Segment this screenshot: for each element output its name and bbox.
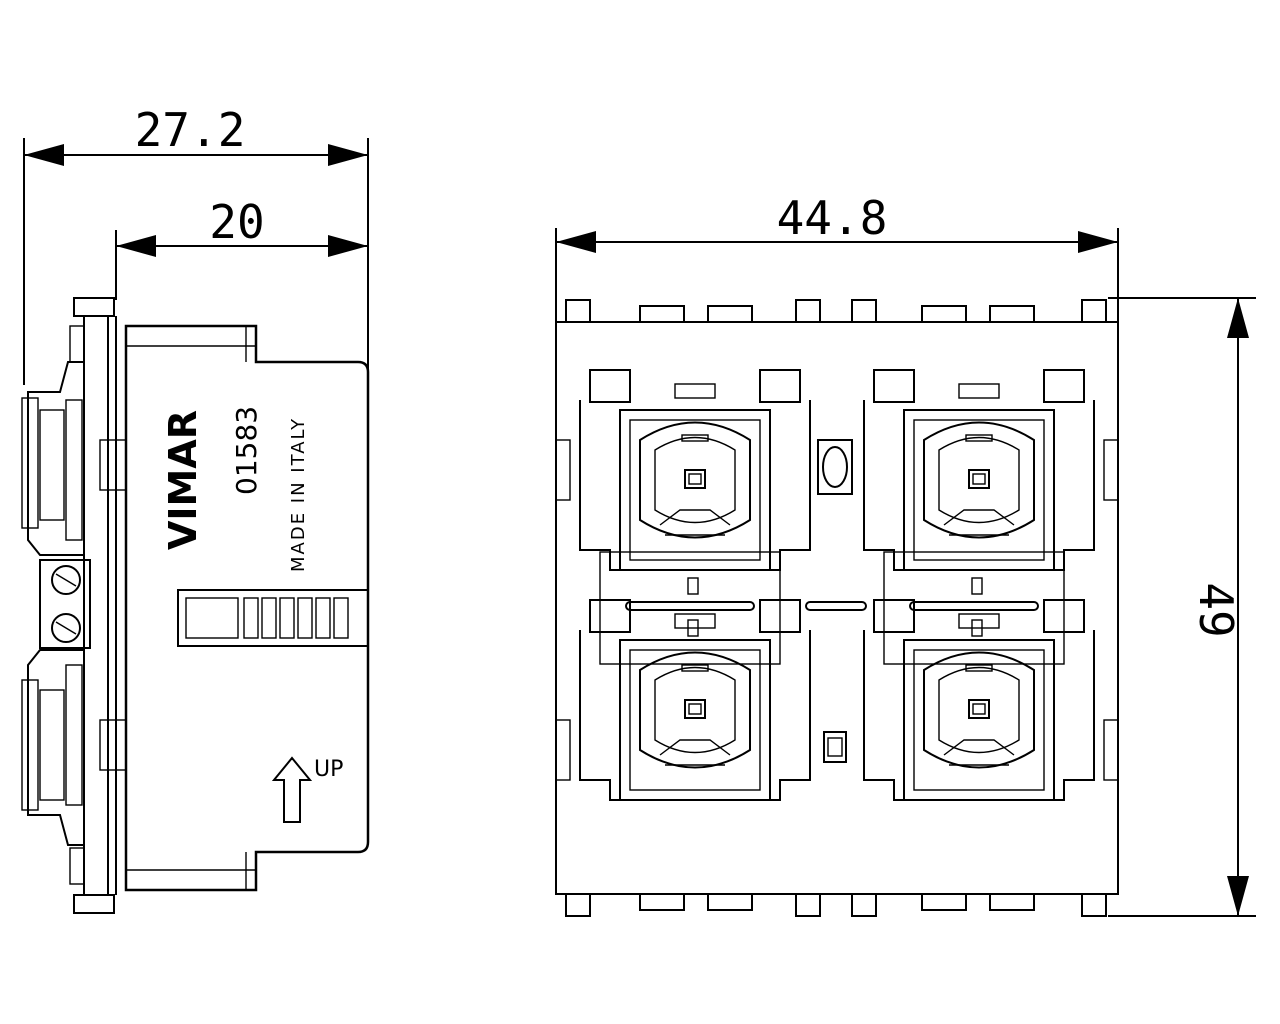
front-center-rails (599, 439, 1065, 763)
push-button-top-left (579, 369, 811, 571)
side-front-keys (21, 361, 91, 846)
origin-label: MADE IN ITALY (288, 417, 309, 572)
part-number-label: 01583 (230, 406, 263, 495)
side-module-body (124, 324, 370, 892)
dimension-overall-depth: 27.2 (24, 103, 368, 166)
dimension-width: 44.8 (556, 191, 1118, 253)
dimension-body-label: 20 (209, 195, 264, 249)
push-button-bottom-right (863, 599, 1095, 801)
dimension-body-depth: 20 (116, 195, 368, 257)
up-arrow-icon (271, 756, 313, 823)
dimension-height: 49 (1189, 298, 1249, 916)
dimension-height-label: 49 (1189, 582, 1243, 637)
side-support-frame (69, 297, 127, 914)
dimension-overall-label: 27.2 (135, 103, 246, 157)
side-view: 27.2 20 (21, 103, 370, 914)
push-button-top-right (863, 369, 1095, 571)
front-frame (555, 299, 1119, 917)
orientation-label: UP (314, 757, 343, 782)
dimension-width-label: 44.8 (777, 191, 888, 245)
push-button-bottom-left (579, 599, 811, 801)
front-view: 44.8 49 (555, 191, 1256, 917)
brand-label: VIMAR (161, 410, 205, 550)
